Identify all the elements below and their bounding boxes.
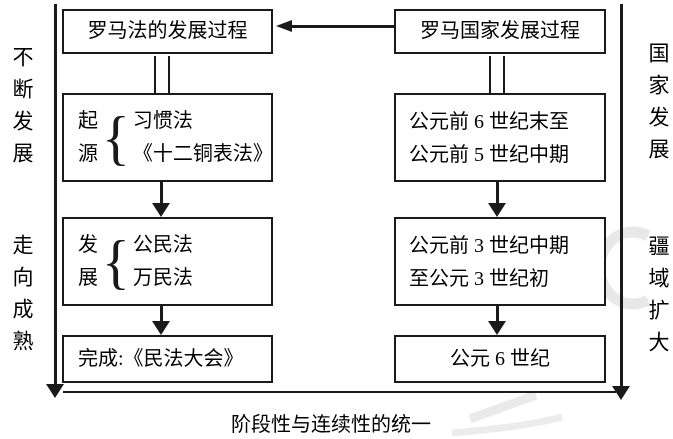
left-bottom-label: 走向成熟 xyxy=(10,234,34,362)
development-label: 发 展 xyxy=(78,229,98,295)
right-arrow-stage1-to-stage2 xyxy=(488,182,506,217)
left-axis-arrow xyxy=(46,4,64,398)
origin-label: 起 源 xyxy=(78,105,98,171)
arrow-down-icon xyxy=(488,321,506,335)
completion-text: 完成:《民法大会》 xyxy=(78,347,244,370)
box-law-origin: 起 源 { 习惯法 《十二铜表法》 xyxy=(62,93,273,182)
left-double-connector xyxy=(154,56,170,93)
arrow-shaft xyxy=(495,182,499,203)
left-axis-line xyxy=(53,4,57,384)
origin-label-char: 起 xyxy=(78,110,98,132)
double-line xyxy=(489,56,491,93)
right-axis-arrow xyxy=(612,4,630,400)
development-item: 公民法 xyxy=(132,234,193,256)
right-double-connector xyxy=(489,56,505,93)
box-state-stage2: 公元前 3 世纪中期 至公元 3 世纪初 xyxy=(394,217,606,306)
arrow-down-icon xyxy=(488,203,506,217)
stage2-line2: 至公元 3 世纪初 xyxy=(409,268,549,290)
box-title: 罗马法的发展过程 xyxy=(87,20,248,42)
arrow-shaft xyxy=(159,306,163,321)
brace-icon: { xyxy=(102,227,130,296)
right-axis-line xyxy=(619,4,623,386)
arrow-shaft xyxy=(159,182,163,203)
box-roman-state-header: 罗马国家发展过程 xyxy=(394,9,606,54)
top-arrow-shaft xyxy=(291,25,394,28)
stage3-text: 公元 6 世纪 xyxy=(450,347,550,370)
stage2-line1: 公元前 3 世纪中期 xyxy=(409,235,569,257)
origin-items: 习惯法 《十二铜表法》 xyxy=(132,105,273,171)
arrow-left-icon xyxy=(276,20,292,32)
bottom-connector-line xyxy=(63,391,616,393)
development-label-char: 发 xyxy=(78,234,98,256)
development-group: 发 展 { 公民法 万民法 xyxy=(64,219,271,296)
box-state-stage3: 公元 6 世纪 xyxy=(394,335,606,383)
diagram-caption: 阶段性与连续性的统一 xyxy=(231,414,431,436)
left-arrow-origin-to-development xyxy=(152,182,170,217)
arrow-down-icon xyxy=(152,203,170,217)
stage1-line2: 公元前 5 世纪中期 xyxy=(409,144,569,166)
origin-item: 《十二铜表法》 xyxy=(132,143,273,165)
origin-group: 起 源 { 习惯法 《十二铜表法》 xyxy=(64,95,273,172)
brace-icon: { xyxy=(102,103,130,172)
origin-label-char: 源 xyxy=(78,143,98,165)
left-top-label: 不断发展 xyxy=(10,46,34,174)
right-bottom-label: 疆域扩大 xyxy=(646,235,670,363)
right-arrow-stage2-to-stage3 xyxy=(488,306,506,335)
box-title: 罗马国家发展过程 xyxy=(420,20,580,42)
box-law-development: 发 展 { 公民法 万民法 xyxy=(62,217,273,306)
left-arrow-development-to-completion xyxy=(152,306,170,335)
stage1-line1: 公元前 6 世纪末至 xyxy=(409,111,569,133)
double-line xyxy=(168,56,170,93)
development-label-char: 展 xyxy=(78,267,98,289)
development-item: 万民法 xyxy=(132,267,193,289)
double-line xyxy=(154,56,156,93)
arrow-down-icon xyxy=(46,384,64,398)
arrow-down-icon xyxy=(152,321,170,335)
double-line xyxy=(503,56,505,93)
box-roman-law-header: 罗马法的发展过程 xyxy=(62,9,273,54)
origin-item: 习惯法 xyxy=(132,110,193,132)
right-top-label: 国家发展 xyxy=(646,42,670,170)
arrow-down-icon xyxy=(612,386,630,400)
development-items: 公民法 万民法 xyxy=(133,229,193,295)
box-law-completion: 完成:《民法大会》 xyxy=(62,335,273,383)
box-state-stage1: 公元前 6 世纪末至 公元前 5 世纪中期 xyxy=(394,93,606,182)
arrow-shaft xyxy=(495,306,499,321)
